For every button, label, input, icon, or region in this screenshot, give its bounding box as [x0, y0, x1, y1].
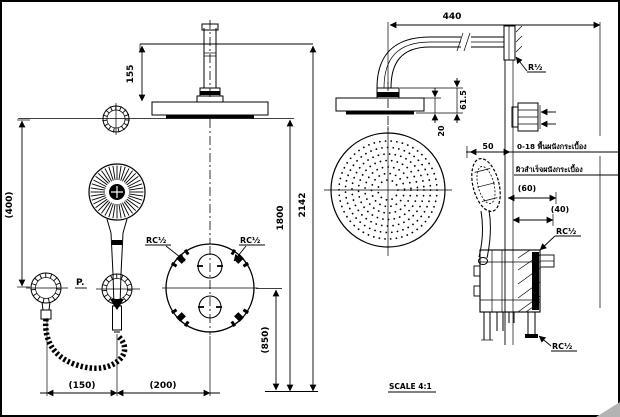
p-mark-label: P.: [76, 278, 84, 288]
mixer-side-section: [473, 249, 555, 341]
svg-text:61.5: 61.5: [459, 90, 468, 110]
front-view: P. RC½ RC½: [5, 20, 318, 397]
dim-440: 440: [387, 12, 601, 84]
dim-155: 155: [126, 45, 146, 102]
svg-text:155: 155: [126, 65, 136, 84]
svg-text:50: 50: [482, 142, 494, 151]
svg-text:20: 20: [437, 125, 446, 137]
tile-surface-note: ผิวสำเร็จผนังกระเบื้อง: [515, 163, 583, 174]
shower-arm-side: [376, 25, 523, 89]
dim-40: (40): [512, 205, 569, 226]
svg-text:440: 440: [443, 12, 462, 22]
svg-text:(60): (60): [518, 184, 536, 193]
rain-shower-head-side: [335, 82, 425, 132]
dim-2142: 2142: [298, 45, 317, 392]
hand-shower-holder: [96, 273, 140, 310]
dim-20: 20: [416, 88, 463, 137]
dim-200: (200): [116, 381, 211, 397]
hand-shower-side: [471, 158, 501, 265]
side-view: R½ 20 61.5: [324, 12, 618, 393]
rc-label-front-left: RC½: [145, 235, 186, 262]
hand-shower-front: [88, 163, 146, 333]
tile-range-note: 0-18 พื้นผนังกระเบื้อง: [517, 140, 587, 151]
svg-text:(200): (200): [149, 381, 176, 391]
r-half-label: R½: [515, 56, 546, 73]
dim-850: (850): [256, 288, 282, 391]
svg-text:RC½: RC½: [146, 235, 166, 245]
ceiling-elbow-front: [102, 103, 130, 135]
svg-text:(40): (40): [551, 205, 569, 214]
rc-label-side-lower: RC½: [538, 335, 577, 352]
dim-150: (150): [46, 381, 118, 397]
hose-wall-union-side: [511, 102, 556, 132]
svg-text:RC½: RC½: [556, 226, 576, 236]
svg-text:2142: 2142: [298, 192, 308, 217]
svg-text:(150): (150): [68, 381, 95, 391]
dim-61-5: 61.5: [400, 78, 468, 123]
svg-text:RC½: RC½: [552, 341, 572, 351]
hose-wall-union-front: [26, 272, 68, 320]
svg-text:(400): (400): [5, 191, 15, 218]
svg-text:(850): (850): [261, 326, 271, 353]
rain-shower-head-front: [151, 20, 269, 244]
scale-label: SCALE 4:1: [388, 382, 436, 393]
corner-fold-decoration: [596, 402, 620, 417]
svg-text:1800: 1800: [276, 205, 286, 230]
mixer-front: [162, 243, 258, 335]
rain-head-face-view: [324, 126, 452, 256]
dim-50-and-notes: 50 0-18 พื้นผนังกระเบื้อง ผิวสำเร็จผนังก…: [466, 140, 618, 176]
svg-text:RC½: RC½: [240, 235, 260, 245]
svg-text:R½: R½: [528, 62, 542, 72]
svg-text:SCALE 4:1: SCALE 4:1: [389, 382, 432, 391]
dim-60: (60): [507, 184, 557, 204]
rc-label-side-upper: RC½: [539, 226, 581, 251]
dim-1800: 1800: [276, 119, 294, 392]
dim-400: (400): [5, 119, 30, 288]
rc-label-front-right: RC½: [233, 235, 265, 262]
